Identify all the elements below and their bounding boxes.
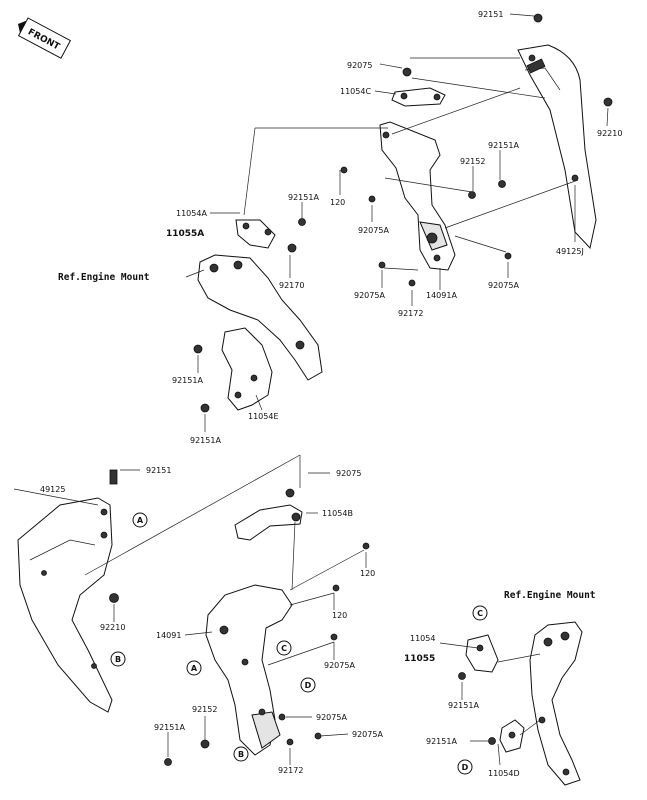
- label-11054E: 11054E: [248, 412, 279, 421]
- bracket-11055A-shape: [197, 219, 323, 381]
- svg-text:D: D: [305, 681, 312, 690]
- label-92151A-upper-a: 92151A: [488, 141, 519, 150]
- label-49125J: 49125J: [556, 247, 584, 256]
- label-92075A-upper-c: 92075A: [488, 281, 519, 290]
- label-92075A-lower-c: 92075A: [352, 730, 383, 739]
- label-92151-lower: 92151: [146, 466, 171, 475]
- label-92151A-upper-c: 92151A: [172, 376, 203, 385]
- label-49125: 49125: [40, 485, 65, 494]
- stay-14091-shape: [205, 584, 293, 756]
- label-92151-upper: 92151: [478, 10, 503, 19]
- bracket-11054C-shape: [391, 67, 446, 107]
- label-92151A-upper-d: 92151A: [190, 436, 221, 445]
- label-14091: 14091: [156, 631, 181, 640]
- label-11054C: 11054C: [340, 87, 371, 96]
- label-92152-lower: 92152: [192, 705, 217, 714]
- label-ref-engine-mount-upper: Ref.Engine Mount: [58, 272, 150, 283]
- label-11055A: 11055A: [166, 229, 204, 239]
- svg-text:B: B: [238, 750, 244, 759]
- lower-leader-lines: [13, 454, 541, 766]
- svg-text:D: D: [462, 763, 469, 772]
- label-120-lower-a: 120: [360, 569, 375, 578]
- label-14091A: 14091A: [426, 291, 457, 300]
- svg-text:B: B: [115, 655, 121, 664]
- label-11055: 11055: [404, 654, 435, 664]
- label-11054B: 11054B: [322, 509, 353, 518]
- upper-leader-lines: [185, 13, 609, 432]
- ref-marker-b-bottom: B: [233, 746, 249, 762]
- cowl-49125J-shape: [517, 44, 597, 250]
- label-92210-lower: 92210: [100, 623, 125, 632]
- svg-text:A: A: [137, 516, 144, 525]
- label-11054D: 11054D: [488, 769, 520, 778]
- ref-marker-d-right: D: [457, 759, 473, 775]
- label-92075A-lower-b: 92075A: [316, 713, 347, 722]
- bracket-11055-shape: [465, 621, 583, 786]
- bracket-11054D-shape: [499, 719, 525, 753]
- ref-marker-c-right: C: [472, 605, 488, 621]
- label-92151A-lower-a: 92151A: [154, 723, 185, 732]
- upper-fasteners: [193, 13, 613, 413]
- label-92075A-upper-b: 92075A: [354, 291, 385, 300]
- bracket-11054B-shape: [234, 488, 303, 541]
- ref-marker-c-mid: C: [276, 640, 292, 656]
- ref-marker-b-left: B: [110, 651, 126, 667]
- svg-text:C: C: [477, 609, 483, 618]
- lower-part-labels: 92151 49125 92075 11054B 120 120 92210 1…: [40, 466, 596, 778]
- cowl-49125-shape: [17, 497, 113, 713]
- svg-text:C: C: [281, 644, 287, 653]
- label-92151A-upper-b: 92151A: [288, 193, 319, 202]
- label-11054A: 11054A: [176, 209, 207, 218]
- label-92075A-upper-a: 92075A: [358, 226, 389, 235]
- bracket-11054E-shape: [221, 327, 273, 411]
- label-92075-upper: 92075: [347, 61, 372, 70]
- label-92151A-lower-c: 92151A: [426, 737, 457, 746]
- label-92172-upper: 92172: [398, 309, 423, 318]
- label-ref-engine-mount-lower: Ref.Engine Mount: [504, 590, 596, 601]
- label-11054: 11054: [410, 634, 435, 643]
- label-92210-upper: 92210: [597, 129, 622, 138]
- label-92152-upper: 92152: [460, 157, 485, 166]
- ref-marker-a-top: A: [132, 512, 148, 528]
- label-92075-lower: 92075: [336, 469, 361, 478]
- label-92151A-lower-b: 92151A: [448, 701, 479, 710]
- label-120-lower-b: 120: [332, 611, 347, 620]
- label-120-upper: 120: [330, 198, 345, 207]
- svg-text:A: A: [191, 664, 198, 673]
- ref-marker-a-mid: A: [186, 660, 202, 676]
- upper-part-labels: 92151 92075 11054C 92210 92151A 92152 12…: [58, 10, 622, 445]
- label-92170: 92170: [279, 281, 304, 290]
- ref-marker-d-mid: D: [300, 677, 316, 693]
- lower-fasteners: [109, 469, 496, 766]
- front-direction-badge: FRONT: [17, 17, 72, 59]
- label-92172-lower: 92172: [278, 766, 303, 775]
- stay-14091A-shape: [379, 121, 456, 271]
- label-92075A-lower-a: 92075A: [324, 661, 355, 670]
- reference-markers: A B C A D B C D: [110, 512, 488, 775]
